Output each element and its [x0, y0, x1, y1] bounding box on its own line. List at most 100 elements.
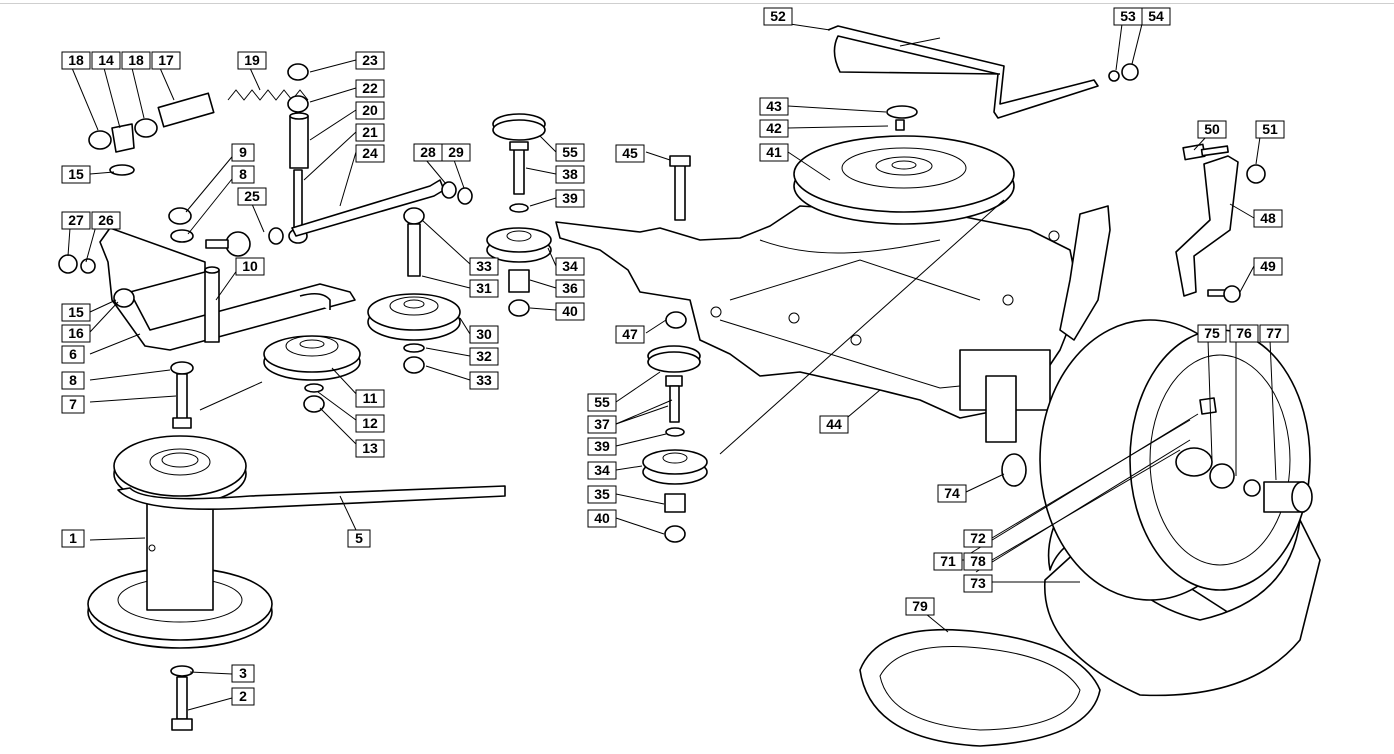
callout-17: 17	[151, 51, 181, 101]
callout-32: 32	[425, 347, 499, 366]
callout-box	[469, 347, 499, 366]
leader-line	[645, 319, 667, 334]
leader-line	[251, 203, 265, 233]
callout-box	[1141, 7, 1171, 26]
leader-line	[1239, 265, 1255, 293]
callout-number: 18	[68, 52, 84, 68]
callout-number: 2	[239, 688, 247, 704]
callout-number: 41	[766, 144, 782, 160]
shift-rod	[827, 25, 1139, 119]
callout-box	[555, 279, 585, 298]
callout-number: 20	[362, 102, 378, 118]
callout-box	[355, 144, 385, 163]
side-bracket	[1175, 143, 1266, 303]
callout-number: 71	[940, 553, 956, 569]
callout-number: 31	[476, 280, 492, 296]
callout-number: 25	[244, 188, 260, 204]
callout-79: 79	[905, 597, 949, 633]
callout-number: 28	[420, 144, 436, 160]
leader-line	[1207, 339, 1213, 461]
callout-box	[469, 279, 499, 298]
leader-line	[525, 167, 557, 175]
callout-box	[469, 325, 499, 344]
wheel-assembly	[859, 319, 1321, 747]
callout-54: 54	[1131, 7, 1171, 65]
callout-box	[61, 303, 91, 322]
callout-box	[587, 509, 617, 528]
callout-number: 39	[562, 190, 578, 206]
callout-box	[355, 51, 385, 70]
callout-number: 16	[68, 325, 84, 341]
leader-line	[787, 125, 889, 129]
callout-box	[235, 257, 265, 276]
callout-15: 15	[61, 165, 115, 184]
callout-box	[555, 302, 585, 321]
callout-38: 38	[525, 165, 585, 184]
callout-number: 18	[128, 52, 144, 68]
leader-line	[89, 333, 141, 355]
callout-16: 16	[61, 301, 119, 343]
callout-box	[587, 415, 617, 434]
callout-73: 73	[963, 574, 1080, 593]
callout-18: 18	[121, 51, 151, 119]
callout-box	[237, 187, 267, 206]
callout-number: 14	[98, 52, 114, 68]
leader-line	[85, 225, 97, 263]
leader-line	[187, 697, 233, 711]
callout-box	[61, 345, 85, 364]
leader-line	[317, 391, 361, 424]
leader-line	[529, 307, 557, 311]
callout-number: 15	[68, 304, 84, 320]
leader-line	[339, 495, 357, 531]
callout-box	[1197, 324, 1227, 343]
callout-box	[151, 51, 181, 70]
callout-number: 29	[448, 144, 464, 160]
callout-8: 8	[187, 165, 255, 235]
leader-line	[89, 299, 117, 313]
callout-34: 34	[547, 247, 585, 276]
leader-line	[991, 449, 1181, 561]
callout-5: 5	[339, 495, 371, 548]
callout-40: 40	[587, 509, 665, 535]
callout-box	[759, 119, 789, 138]
callout-13: 13	[319, 407, 385, 458]
leader-line	[89, 369, 171, 381]
idler-pulley-left	[170, 335, 361, 429]
leader-line	[1229, 203, 1255, 219]
callout-box	[937, 484, 967, 503]
leader-line	[991, 419, 1191, 539]
callout-box	[91, 211, 121, 230]
callout-47: 47	[615, 319, 667, 344]
callout-number: 40	[562, 303, 578, 319]
callout-number: 30	[476, 326, 492, 342]
callout-box	[555, 165, 585, 184]
callout-9: 9	[185, 143, 255, 213]
leader-line	[925, 613, 949, 633]
callout-box	[121, 51, 151, 70]
callout-33: 33	[421, 219, 499, 276]
callout-number: 13	[362, 440, 378, 456]
callout-43: 43	[759, 97, 887, 116]
callout-box	[231, 664, 255, 683]
callout-number: 37	[594, 416, 610, 432]
callout-11: 11	[331, 367, 385, 408]
callout-number: 12	[362, 415, 378, 431]
callout-box	[759, 143, 789, 162]
callout-34: 34	[587, 461, 643, 480]
leader-line	[787, 105, 887, 113]
leader-line	[71, 67, 99, 131]
callout-box	[355, 101, 385, 120]
callout-box	[759, 97, 789, 116]
callout-2: 2	[187, 687, 255, 711]
callout-41: 41	[759, 143, 831, 181]
drive-pulley-assembly	[87, 435, 506, 731]
callout-39: 39	[587, 433, 667, 456]
callout-box	[91, 51, 121, 70]
callout-51: 51	[1255, 120, 1285, 165]
leader-line	[89, 395, 177, 403]
callout-box	[905, 597, 935, 616]
leader-line	[103, 67, 121, 129]
callout-number: 77	[1266, 325, 1282, 341]
leader-line	[547, 247, 557, 267]
